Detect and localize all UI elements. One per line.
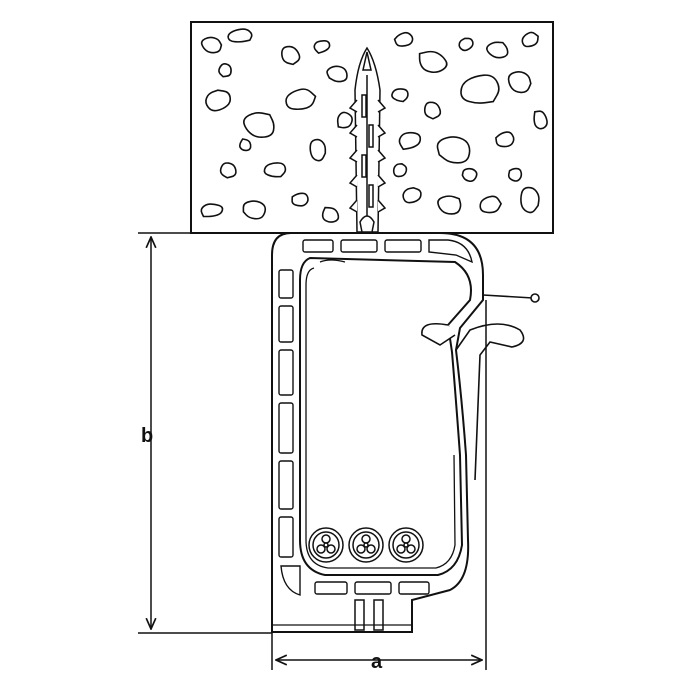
concrete-stone	[291, 192, 309, 207]
cable-cross-section-icon	[308, 527, 424, 563]
concrete-stone	[219, 162, 237, 179]
cable-core	[326, 544, 336, 554]
concrete-stone	[205, 89, 232, 112]
dimension-b	[138, 232, 272, 634]
concrete-stone	[398, 131, 422, 151]
cable-core	[366, 544, 376, 554]
cable-core	[401, 534, 411, 544]
dimension-b-label: b	[141, 425, 154, 447]
concrete-stone	[520, 186, 540, 214]
concrete-stone	[507, 167, 523, 182]
concrete-stone	[437, 195, 462, 215]
cable-core	[316, 544, 326, 554]
cable-core	[363, 542, 369, 548]
concrete-stone	[461, 167, 478, 183]
concrete-stone	[218, 63, 232, 78]
cable-core	[356, 544, 366, 554]
cable-core	[396, 544, 406, 554]
dimension-a	[271, 300, 487, 670]
concrete-stone	[391, 88, 409, 103]
concrete-stone	[242, 200, 267, 220]
concrete-stone	[521, 31, 539, 48]
cable-core	[403, 542, 409, 548]
concrete-stone	[495, 131, 515, 148]
cable-clip-icon	[271, 232, 540, 633]
concrete-stone	[458, 37, 474, 52]
concrete-stone	[479, 195, 503, 214]
concrete-stone	[227, 28, 253, 43]
dimension-a-label: a	[371, 651, 383, 673]
concrete-stone	[243, 112, 275, 139]
concrete-stone	[336, 111, 353, 129]
concrete-stone	[460, 74, 500, 104]
concrete-stone	[200, 203, 224, 218]
concrete-stone	[533, 110, 548, 130]
concrete-stone	[486, 41, 509, 59]
concrete-stone	[321, 206, 340, 223]
concrete-stone	[423, 101, 442, 120]
concrete-stone	[402, 186, 422, 204]
concrete-stone	[285, 88, 317, 111]
concrete-stone	[393, 31, 414, 47]
concrete-stone	[263, 162, 287, 178]
wall-plug-icon	[348, 46, 387, 233]
concrete-stone	[313, 39, 331, 55]
concrete-stone	[238, 138, 252, 152]
concrete-stone	[418, 50, 448, 74]
concrete-stone	[392, 162, 408, 178]
concrete-stone	[309, 138, 327, 162]
concrete-stone	[326, 65, 348, 83]
cable-core	[361, 534, 371, 544]
concrete-stone	[507, 70, 532, 94]
cable-core	[321, 534, 331, 544]
concrete-stone	[200, 36, 223, 54]
concrete-stone	[436, 136, 471, 164]
cable-core	[323, 542, 329, 548]
cable-core	[406, 544, 416, 554]
concrete-stone	[281, 45, 301, 66]
